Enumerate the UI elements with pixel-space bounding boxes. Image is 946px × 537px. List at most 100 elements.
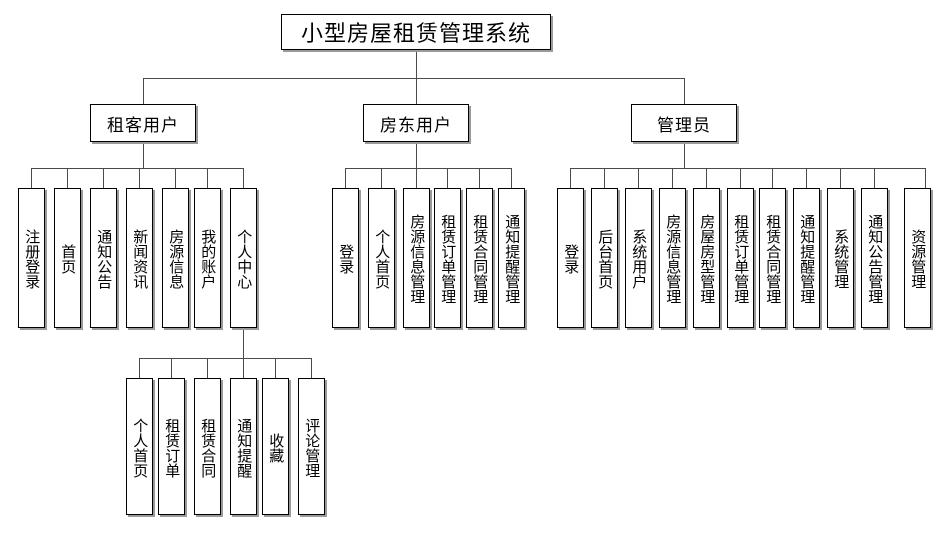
connector-drop-admin — [684, 78, 685, 104]
node-label: 个人首页 — [373, 229, 392, 289]
node-label: 通知提醒管理 — [798, 214, 817, 304]
node-label: 租赁合同 — [199, 417, 218, 478]
connector-personal-child-2 — [207, 358, 208, 378]
connector-admin-stem — [684, 142, 685, 168]
node-label: 资源管理 — [909, 229, 928, 289]
node-label: 登录 — [337, 244, 356, 274]
node-landlord[interactable]: 房东用户 — [363, 104, 469, 142]
node-admin-leaf-2[interactable]: 系统用户 — [625, 188, 652, 328]
connector-admin-bus — [570, 168, 925, 169]
connector-admin-child-4 — [706, 168, 707, 188]
node-label: 个人中心 — [235, 229, 254, 289]
connector-personal-child-1 — [171, 358, 172, 378]
node-label: 通知提醒 — [235, 417, 254, 478]
connector-landlord-child-4 — [479, 168, 480, 188]
node-label: 评论管理 — [303, 417, 322, 478]
connector-tenant-child-0 — [31, 168, 32, 188]
node-personal-leaf-1[interactable]: 租赁订单 — [158, 378, 185, 515]
node-label: 通知公告管理 — [866, 214, 885, 304]
node-label: 我的账户 — [199, 229, 218, 289]
node-label: 租赁合同管理 — [471, 214, 490, 304]
node-admin-leaf-5[interactable]: 租赁订单管理 — [727, 188, 754, 328]
connector-admin-child-10 — [925, 168, 926, 188]
node-label: 注册登录 — [23, 229, 42, 289]
node-label: 首页 — [59, 244, 78, 274]
node-personal-leaf-0[interactable]: 个人首页 — [126, 378, 153, 515]
connector-drop-landlord — [416, 78, 417, 104]
connector-admin-child-9 — [874, 168, 875, 188]
node-tenant-leaf-1[interactable]: 首页 — [54, 188, 81, 328]
connector-root-bus — [143, 78, 684, 79]
node-tenant-leaf-3[interactable]: 新闻资讯 — [126, 188, 153, 328]
node-admin-leaf-10[interactable]: 资源管理 — [904, 188, 931, 328]
connector-tenant-child-3 — [139, 168, 140, 188]
connector-admin-child-0 — [570, 168, 571, 188]
node-personal-leaf-5[interactable]: 评论管理 — [298, 378, 325, 515]
node-landlord-leaf-2[interactable]: 房源信息管理 — [403, 188, 430, 328]
connector-landlord-child-3 — [447, 168, 448, 188]
node-label: 新闻资讯 — [131, 229, 150, 289]
node-landlord-leaf-3[interactable]: 租赁订单管理 — [434, 188, 461, 328]
connector-personal-stem — [243, 328, 244, 358]
connector-admin-child-2 — [638, 168, 639, 188]
node-admin-leaf-1[interactable]: 后台首页 — [591, 188, 618, 328]
node-landlord-leaf-0[interactable]: 登录 — [332, 188, 359, 328]
connector-landlord-child-0 — [345, 168, 346, 188]
connector-personal-bus — [139, 358, 311, 359]
node-tenant-leaf-5[interactable]: 我的账户 — [194, 188, 221, 328]
connector-tenant-child-6 — [243, 168, 244, 188]
node-tenant-leaf-4[interactable]: 房源信息 — [162, 188, 189, 328]
node-tenant[interactable]: 租客用户 — [90, 104, 196, 142]
node-label: 系统管理 — [832, 229, 851, 289]
node-label: 通知公告 — [95, 229, 114, 289]
node-label: 房源信息管理 — [664, 214, 683, 304]
node-label: 租赁订单 — [163, 417, 182, 478]
connector-personal-child-4 — [275, 358, 276, 378]
node-admin-leaf-8[interactable]: 系统管理 — [827, 188, 854, 328]
node-admin[interactable]: 管理员 — [631, 104, 737, 142]
connector-admin-child-3 — [672, 168, 673, 188]
node-label: 房屋房型管理 — [698, 214, 717, 304]
node-admin-leaf-6[interactable]: 租赁合同管理 — [759, 188, 786, 328]
node-admin-leaf-3[interactable]: 房源信息管理 — [659, 188, 686, 328]
node-admin-leaf-0[interactable]: 登录 — [557, 188, 584, 328]
node-root[interactable]: 小型房屋租赁管理系统 — [281, 14, 551, 50]
node-landlord-leaf-1[interactable]: 个人首页 — [368, 188, 395, 328]
connector-landlord-child-2 — [416, 168, 417, 188]
connector-tenant-child-4 — [175, 168, 176, 188]
node-personal-leaf-2[interactable]: 租赁合同 — [194, 378, 221, 515]
node-tenant-leaf-0[interactable]: 注册登录 — [18, 188, 45, 328]
connector-root-stem — [416, 50, 417, 78]
node-personal-leaf-3[interactable]: 通知提醒 — [230, 378, 257, 515]
node-label: 房源信息 — [167, 229, 186, 289]
node-label: 个人首页 — [131, 417, 150, 478]
node-admin-leaf-4[interactable]: 房屋房型管理 — [693, 188, 720, 328]
connector-landlord-child-5 — [511, 168, 512, 188]
connector-personal-child-0 — [139, 358, 140, 378]
node-landlord-leaf-4[interactable]: 租赁合同管理 — [466, 188, 493, 328]
node-admin-leaf-7[interactable]: 通知提醒管理 — [793, 188, 820, 328]
connector-admin-child-1 — [604, 168, 605, 188]
node-label: 租赁订单管理 — [732, 214, 751, 304]
node-label: 租赁订单管理 — [439, 214, 458, 304]
node-admin-leaf-9[interactable]: 通知公告管理 — [861, 188, 888, 328]
node-landlord-leaf-5[interactable]: 通知提醒管理 — [498, 188, 525, 328]
connector-tenant-child-1 — [67, 168, 68, 188]
node-label: 后台首页 — [596, 229, 615, 289]
connector-tenant-bus — [31, 168, 243, 169]
connector-drop-tenant — [143, 78, 144, 104]
connector-tenant-child-2 — [103, 168, 104, 188]
connector-admin-child-6 — [772, 168, 773, 188]
node-label: 房源信息管理 — [408, 214, 427, 304]
connector-tenant-child-5 — [207, 168, 208, 188]
node-personal-leaf-4[interactable]: 收藏 — [262, 378, 289, 515]
node-label: 系统用户 — [630, 229, 649, 289]
node-label: 通知提醒管理 — [503, 214, 522, 304]
node-tenant-leaf-2[interactable]: 通知公告 — [90, 188, 117, 328]
connector-landlord-child-1 — [381, 168, 382, 188]
connector-admin-child-5 — [740, 168, 741, 188]
connector-personal-child-3 — [243, 358, 244, 378]
node-tenant-leaf-6-personal-center[interactable]: 个人中心 — [230, 188, 257, 328]
connector-landlord-bus — [345, 168, 511, 169]
